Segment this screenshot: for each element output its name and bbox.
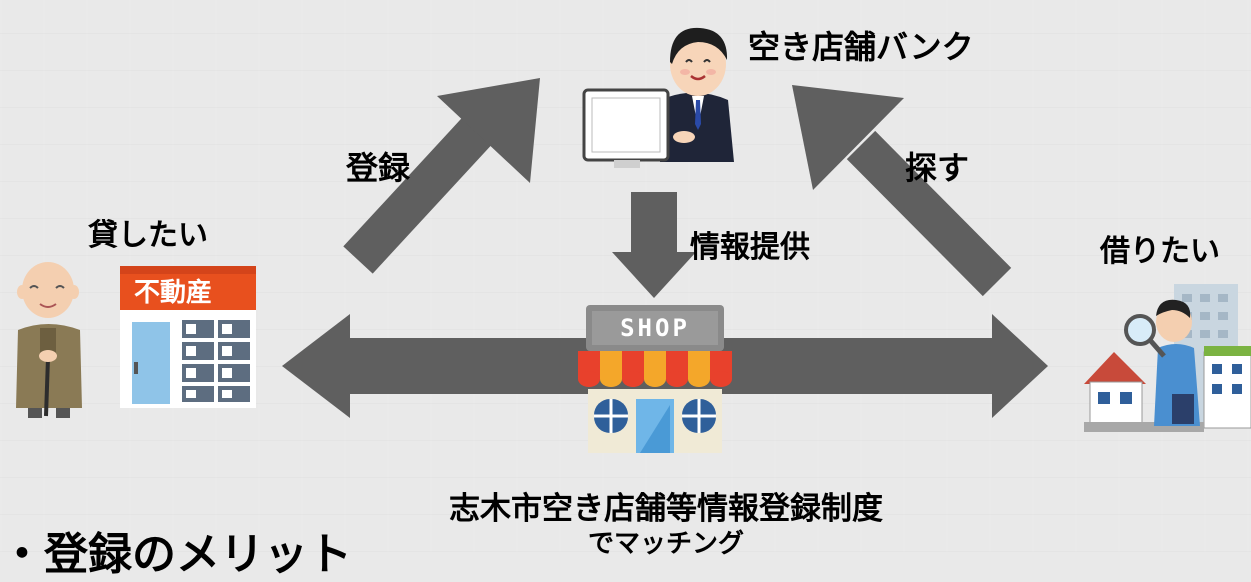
real-estate-office: 不動産 xyxy=(120,266,256,408)
shop-sign: SHOP xyxy=(620,314,690,342)
real-estate-sign: 不動産 xyxy=(134,278,213,308)
register-arrow xyxy=(343,78,540,274)
system-name-line2: でマッチング xyxy=(587,529,744,559)
register-label: 登録 xyxy=(346,149,411,187)
info-arrow xyxy=(612,192,696,298)
search-arrow xyxy=(792,85,1012,297)
system-name-line1: 志木市空き店舗等情報登録制度 xyxy=(449,491,883,527)
borrower-illustration xyxy=(1084,284,1251,432)
elderly-man-illustration xyxy=(16,262,82,418)
shop-building-body xyxy=(578,305,732,453)
lender-label: 貸したい xyxy=(88,218,208,253)
search-label: 探す xyxy=(905,149,970,187)
info-provision-label: 情報提供 xyxy=(690,230,810,265)
borrower-label: 借りたい xyxy=(1100,234,1220,269)
shop-building: SHOP xyxy=(574,305,736,455)
bank-title: 空き店舗バンク xyxy=(748,28,974,66)
bank-staff-illustration xyxy=(582,27,734,168)
real-estate-office-building xyxy=(120,266,256,408)
section-heading: ・登録のメリット xyxy=(0,529,352,580)
